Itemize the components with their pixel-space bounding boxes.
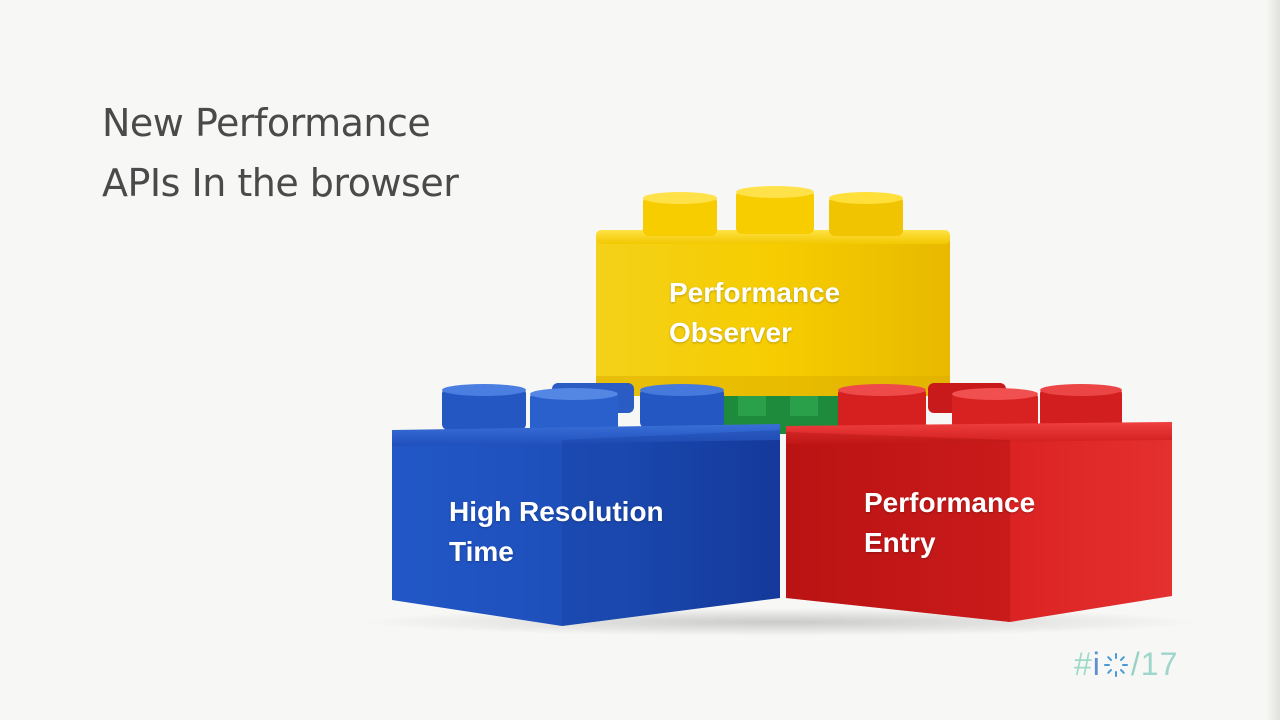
blue-brick — [392, 383, 780, 626]
label-performance-entry-line-1: Performance — [864, 487, 1036, 518]
label-high-resolution-time-line-2: Time — [449, 536, 514, 567]
yellow-brick-studs — [643, 186, 903, 236]
label-performance-entry: Performance Entry — [864, 483, 1035, 563]
io-ring-icon — [1103, 653, 1128, 677]
label-performance-observer-line-1: Performance — [669, 277, 841, 308]
label-performance-entry-line-2: Entry — [864, 527, 936, 558]
io17-logo: #i /17 — [1074, 646, 1178, 682]
logo-slash: / — [1130, 646, 1141, 682]
slide-title-line-2: APIs In the browser — [102, 161, 459, 205]
slide-edge-shadow — [1266, 0, 1280, 720]
label-performance-observer-line-2: Observer — [669, 317, 792, 348]
logo-hash: # — [1074, 646, 1093, 682]
slide-title: New Performance APIs In the browser — [102, 93, 459, 213]
logo-i: i — [1092, 646, 1101, 682]
red-brick — [786, 383, 1172, 622]
label-high-resolution-time-line-1: High Resolution — [449, 496, 664, 527]
label-performance-observer: Performance Observer — [669, 273, 840, 353]
label-high-resolution-time: High Resolution Time — [449, 492, 664, 572]
slide-title-line-1: New Performance — [102, 101, 431, 145]
yellow-brick — [596, 186, 950, 396]
logo-number: 17 — [1140, 646, 1179, 682]
